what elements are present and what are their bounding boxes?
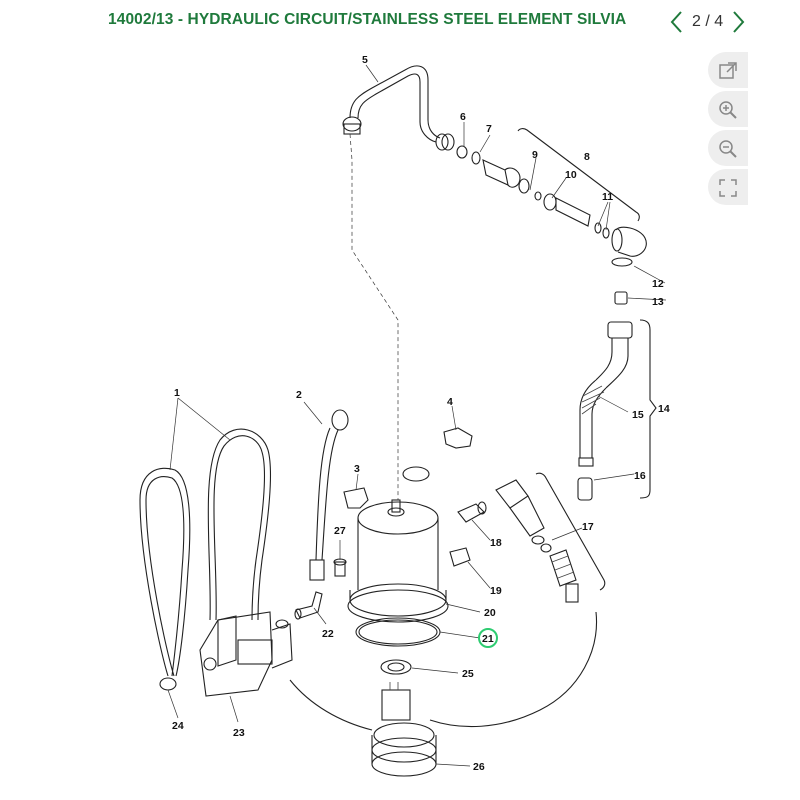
part-labels: 5 6 7 8 9 10 11 12 13 14 15 16 17 18 19 … — [172, 54, 670, 773]
label-6: 6 — [460, 111, 466, 123]
label-3: 3 — [354, 463, 360, 475]
part-return-pipe[interactable] — [429, 611, 598, 728]
label-14: 14 — [658, 403, 670, 415]
fullscreen-icon — [719, 179, 737, 197]
part-valve-group[interactable] — [482, 159, 647, 267]
label-18: 18 — [490, 537, 502, 549]
part-solenoid-valve[interactable] — [495, 479, 579, 603]
label-9: 9 — [532, 149, 538, 161]
pagination: 2 / 4 — [668, 8, 747, 36]
fullscreen-button[interactable] — [708, 169, 748, 205]
open-external-button[interactable] — [708, 52, 748, 88]
label-1: 1 — [174, 387, 180, 399]
chevron-left-icon[interactable] — [668, 9, 686, 35]
part-gasket-top[interactable] — [402, 466, 430, 482]
part-clamp[interactable] — [443, 427, 473, 449]
page-title: 14002/13 - HYDRAULIC CIRCUIT/STAINLESS S… — [108, 11, 627, 28]
label-5: 5 — [362, 54, 368, 66]
page-indicator: 2 / 4 — [692, 13, 724, 30]
label-21: 21 — [482, 633, 494, 645]
part-hose[interactable] — [139, 428, 272, 691]
chevron-right-icon[interactable] — [729, 9, 747, 35]
part-steam-wand[interactable] — [577, 291, 633, 501]
header: 14002/13 - HYDRAULIC CIRCUIT/STAINLESS S… — [0, 0, 800, 44]
label-19: 19 — [490, 585, 502, 597]
part-heating-element[interactable] — [371, 682, 437, 777]
label-2: 2 — [296, 389, 302, 401]
external-link-icon — [719, 62, 737, 79]
exploded-parts-diagram: 5 6 7 8 9 10 11 12 13 14 15 16 17 18 19 … — [139, 54, 670, 777]
zoom-out-button[interactable] — [708, 130, 748, 166]
part-bracket[interactable] — [343, 487, 369, 509]
part-elbow-fitting[interactable] — [294, 591, 323, 620]
label-24: 24 — [172, 720, 184, 732]
highlight-ring — [478, 628, 498, 648]
label-27: 27 — [334, 525, 346, 537]
part-washer[interactable] — [380, 659, 412, 675]
label-22: 22 — [322, 628, 334, 640]
zoom-in-icon — [719, 101, 737, 119]
label-13: 13 — [652, 296, 664, 308]
label-7: 7 — [486, 123, 492, 135]
part-flexible-hose[interactable] — [309, 409, 349, 581]
label-20: 20 — [484, 607, 496, 619]
zoom-out-icon — [719, 140, 737, 158]
part-pump[interactable] — [199, 611, 293, 697]
zoom-in-button[interactable] — [708, 91, 748, 127]
label-11: 11 — [602, 191, 613, 203]
label-16: 16 — [634, 470, 646, 482]
part-fitting-nut[interactable] — [435, 133, 481, 165]
part-connector[interactable] — [457, 501, 487, 523]
label-15: 15 — [632, 409, 644, 421]
label-17: 17 — [582, 521, 594, 533]
part-steam-pipe[interactable] — [342, 65, 441, 143]
label-26: 26 — [473, 761, 485, 773]
part-boiler[interactable] — [347, 499, 449, 623]
label-25: 25 — [462, 668, 474, 680]
label-4: 4 — [447, 396, 453, 408]
label-23: 23 — [233, 727, 245, 739]
label-8: 8 — [584, 151, 590, 163]
part-valve-fitting[interactable] — [449, 547, 471, 567]
label-12: 12 — [652, 278, 664, 290]
label-10: 10 — [565, 169, 577, 181]
part-screw[interactable] — [333, 558, 347, 577]
